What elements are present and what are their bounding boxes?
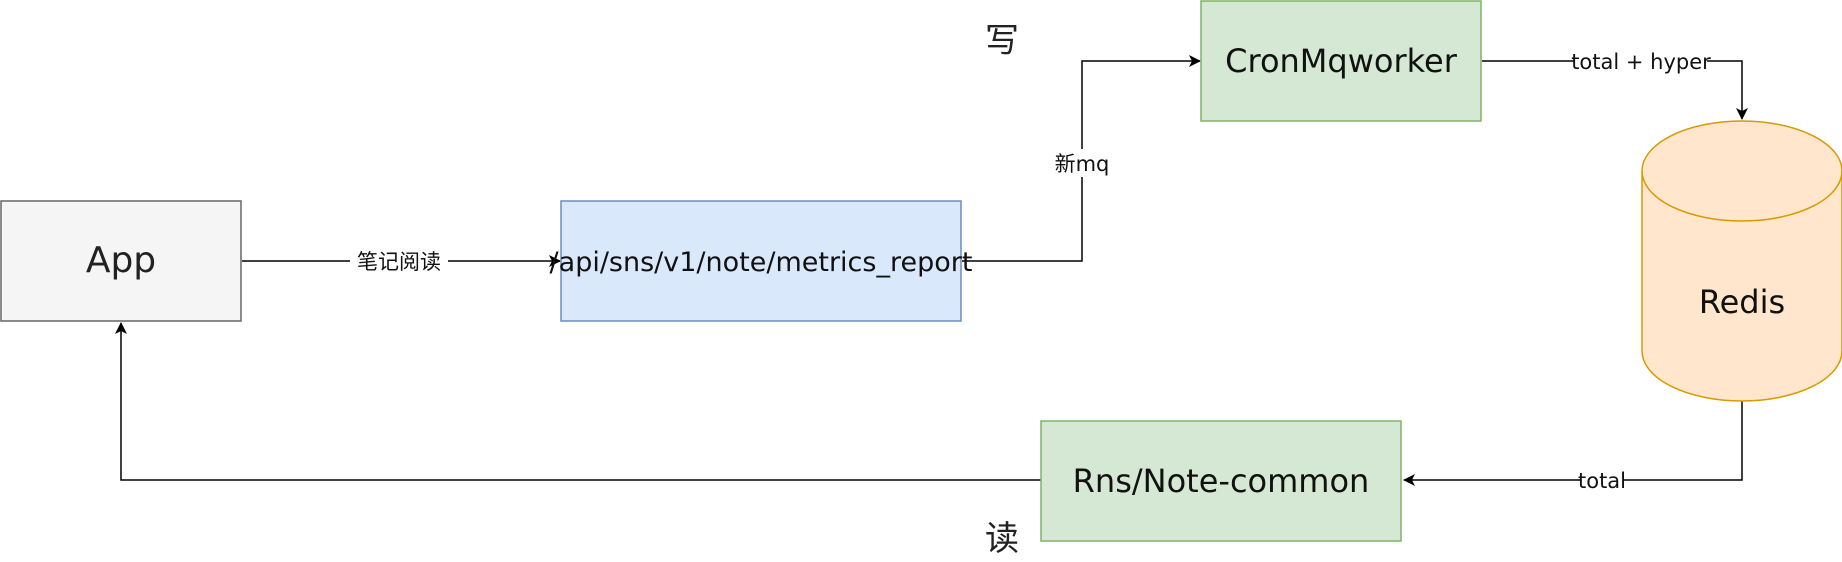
edge-label-new-mq: 新mq xyxy=(1055,152,1110,176)
edge-api-to-cron: 新mq xyxy=(962,55,1201,262)
node-redis-label: Redis xyxy=(1699,283,1785,321)
edge-rns-to-app xyxy=(115,322,1041,481)
node-api-label: /api/sns/v1/note/metrics_report xyxy=(550,247,973,278)
edge-label-note-read: 笔记阅读 xyxy=(357,250,441,274)
read-section-label: 读 xyxy=(985,519,1019,559)
edge-label-total: total xyxy=(1578,469,1626,493)
edge-redis-to-rns: total xyxy=(1403,401,1743,494)
node-rns-note-common: Rns/Note-common xyxy=(1040,420,1402,542)
node-app-label: App xyxy=(86,240,156,281)
edge-label-total-hyper: total + hyper xyxy=(1571,50,1711,74)
edge-app-to-api: 笔记阅读 xyxy=(242,247,561,275)
node-cron-label: CronMqworker xyxy=(1225,42,1458,80)
node-rns-label: Rns/Note-common xyxy=(1073,462,1370,500)
node-redis-database: Redis xyxy=(1641,120,1842,402)
write-section-label: 写 xyxy=(985,21,1019,61)
node-app: App xyxy=(0,200,242,322)
node-cron-mqworker: CronMqworker xyxy=(1200,0,1482,122)
node-api-endpoint: /api/sns/v1/note/metrics_report xyxy=(550,200,973,322)
edge-cron-to-redis: total + hyper xyxy=(1482,47,1748,120)
